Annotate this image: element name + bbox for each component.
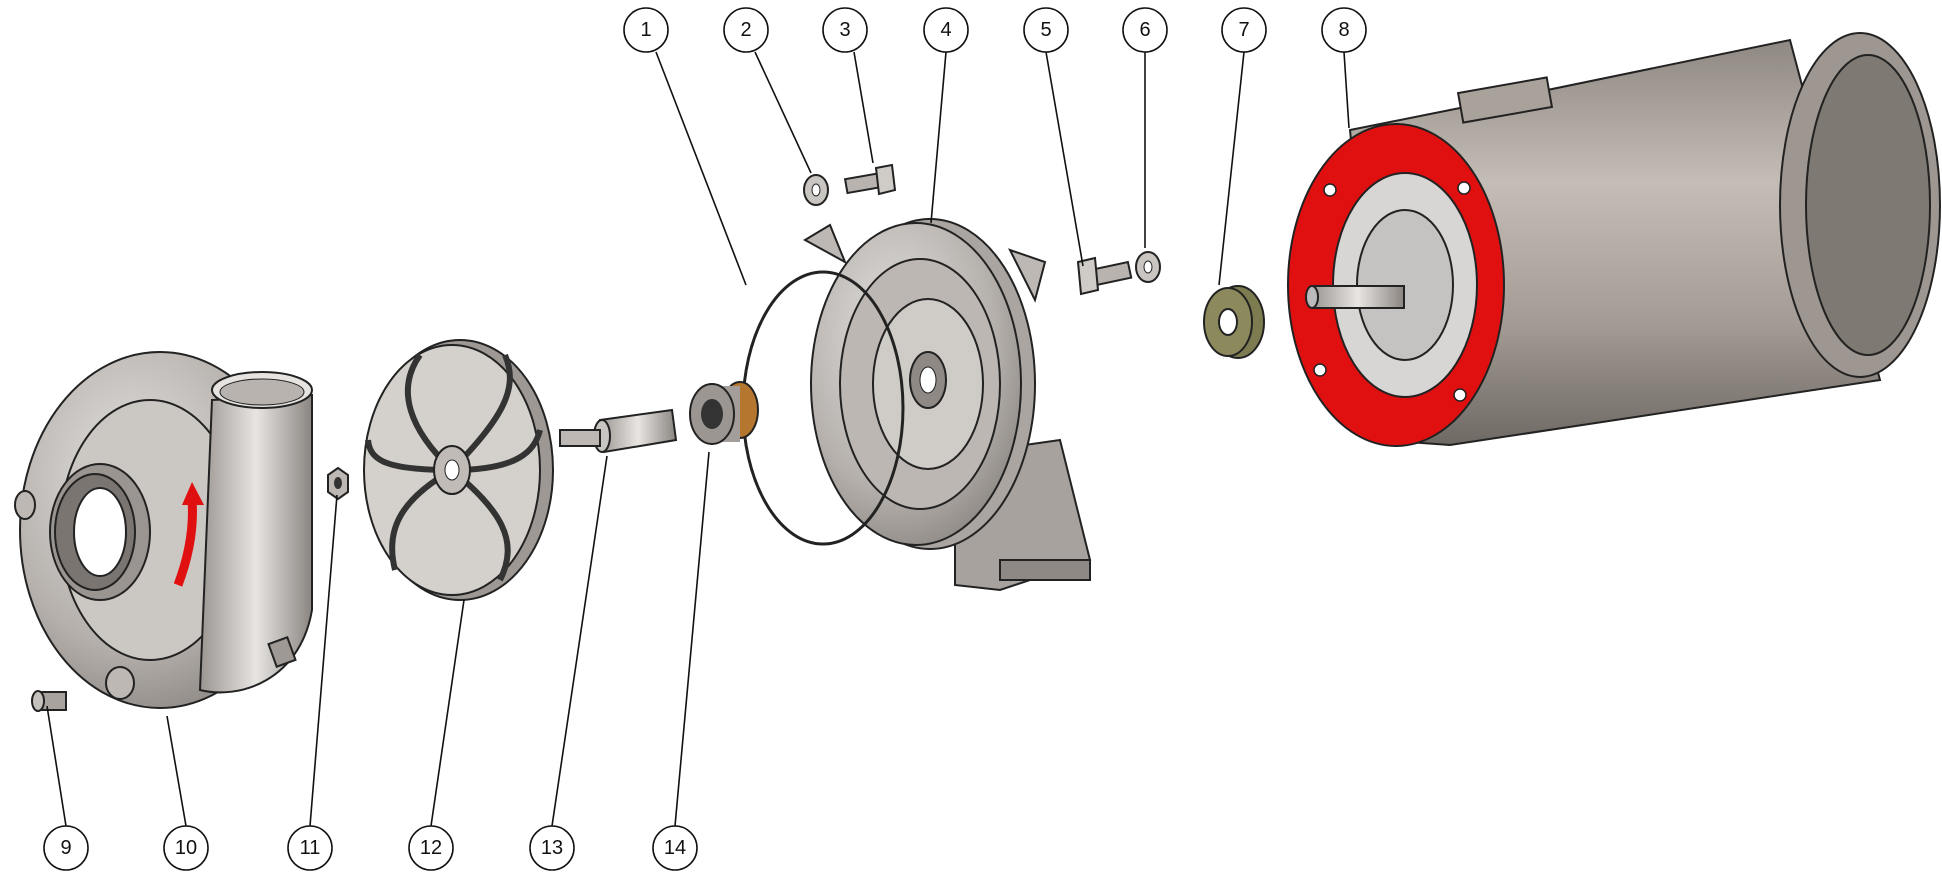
washer-2 <box>803 174 829 206</box>
balloon-1: 1 <box>623 7 669 53</box>
mechanical-seal <box>689 381 759 445</box>
balloon-7: 7 <box>1221 7 1267 53</box>
balloon-12: 12 <box>408 825 454 871</box>
shaft-collar <box>1203 285 1265 359</box>
balloon-9: 9 <box>43 825 89 871</box>
svg-text:3: 3 <box>839 19 850 41</box>
balloon-3: 3 <box>822 7 868 53</box>
svg-text:8: 8 <box>1338 19 1349 41</box>
leader-lines <box>46 51 1350 827</box>
balloon-4: 4 <box>923 7 969 53</box>
bolt-5 <box>1076 256 1133 296</box>
balloon-5: 5 <box>1023 7 1069 53</box>
adapter-bracket <box>802 218 1092 592</box>
balloon-14: 14 <box>652 825 698 871</box>
shaft-sleeve <box>559 408 678 454</box>
svg-text:13: 13 <box>541 837 563 859</box>
balloon-2: 2 <box>723 7 769 53</box>
svg-text:6: 6 <box>1139 19 1150 41</box>
balloon-10: 10 <box>163 825 209 871</box>
balloon-11: 11 <box>287 825 333 871</box>
svg-text:1: 1 <box>640 19 651 41</box>
balloon-13: 13 <box>529 825 575 871</box>
rotation-arrow-icon <box>173 499 197 587</box>
svg-text:12: 12 <box>420 837 442 859</box>
svg-text:10: 10 <box>175 837 197 859</box>
pump-casing <box>14 351 313 709</box>
drain-plug <box>31 690 67 712</box>
svg-text:4: 4 <box>940 19 951 41</box>
impeller <box>363 339 554 601</box>
washer-6 <box>1135 251 1161 283</box>
balloon-6: 6 <box>1122 7 1168 53</box>
balloon-8: 8 <box>1321 7 1367 53</box>
svg-text:2: 2 <box>740 19 751 41</box>
svg-text:11: 11 <box>300 837 321 859</box>
svg-text:7: 7 <box>1238 19 1249 41</box>
impeller-nut <box>327 466 349 501</box>
svg-text:5: 5 <box>1040 19 1051 41</box>
svg-text:9: 9 <box>60 837 71 859</box>
motor <box>1287 32 1941 447</box>
svg-text:14: 14 <box>664 837 686 859</box>
bolt-3 <box>843 163 897 196</box>
motor-shaft <box>1311 285 1405 309</box>
